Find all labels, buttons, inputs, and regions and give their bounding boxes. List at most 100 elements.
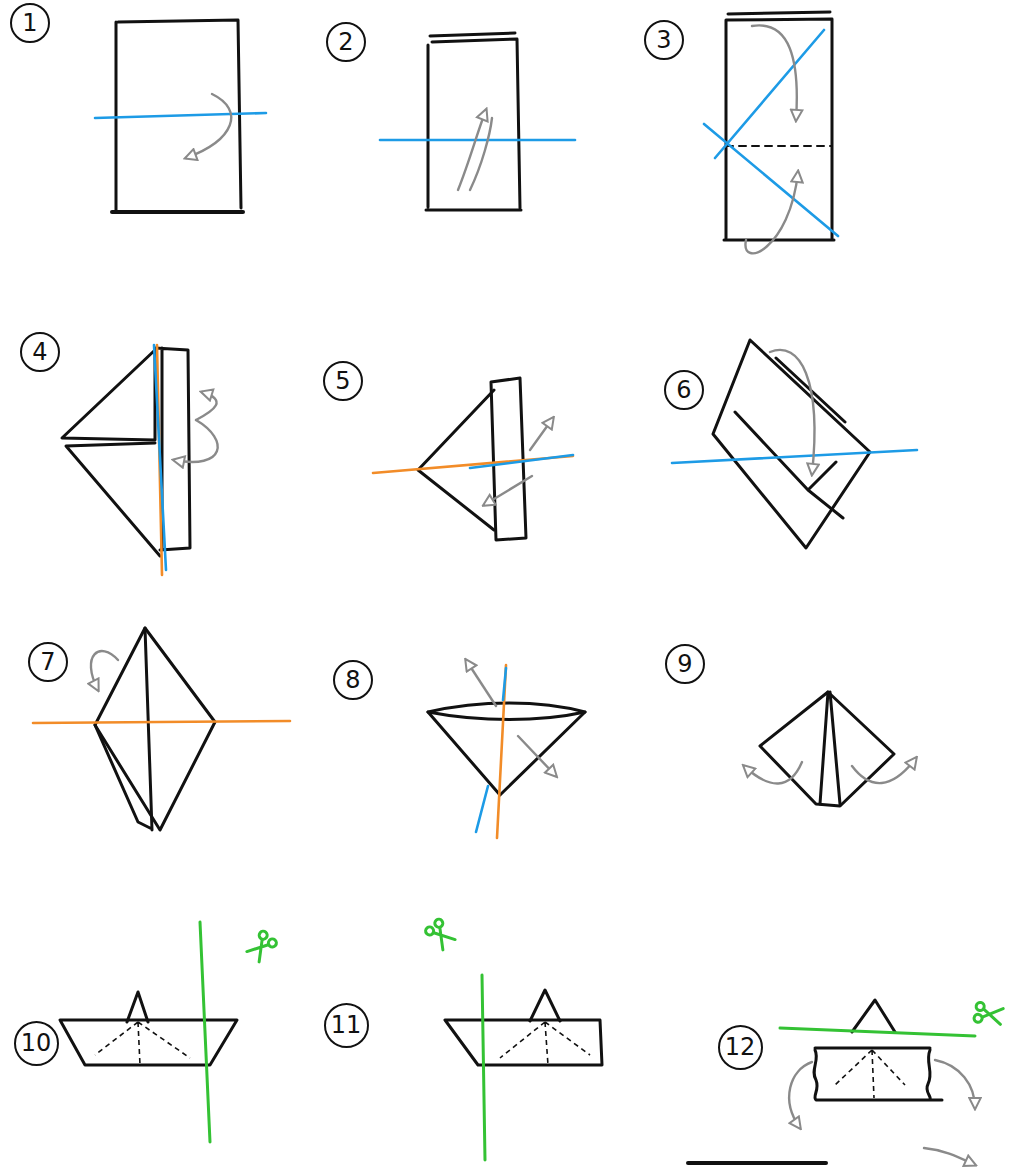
paper-outline: [426, 33, 521, 210]
fold-arrow: [458, 110, 486, 190]
fold-edges: [735, 358, 845, 518]
step-number-circle: 12: [718, 1025, 763, 1070]
step-number-circle: 1: [10, 3, 50, 43]
pull-arrow: [852, 758, 916, 783]
boat-sail: [127, 992, 148, 1022]
fold-arrow: [746, 172, 798, 253]
boat-sail: [530, 990, 560, 1021]
step-2-sheet: [380, 33, 575, 210]
cut-line: [482, 975, 485, 1160]
step-8-shape: [428, 660, 585, 838]
step-1-sheet: [95, 20, 266, 212]
crease-line: [726, 145, 832, 147]
step-number-circle: 6: [664, 370, 704, 410]
step-number: 7: [40, 650, 55, 674]
crease-line: [835, 1050, 905, 1098]
scissors-handle: [267, 937, 278, 948]
pull-arrow: [744, 762, 802, 784]
step-number: 4: [32, 340, 47, 364]
fold-line: [154, 345, 166, 570]
fold-arrow: [196, 392, 217, 420]
fold-line: [33, 721, 290, 723]
fold-edges: [95, 628, 152, 830]
cone-opening: [428, 703, 585, 720]
step-11-boat: [424, 918, 602, 1160]
fold-line: [672, 450, 917, 463]
scissors-icon: [973, 1002, 1003, 1026]
step-12-boat: [688, 1000, 1004, 1165]
step-5-shape: [373, 378, 573, 540]
step-number-circle: 8: [333, 660, 373, 700]
step-number: 10: [21, 1031, 52, 1055]
cone-sides: [428, 712, 585, 795]
step-number: 8: [345, 668, 360, 692]
boat-hull: [445, 1020, 602, 1065]
step-9-shape: [744, 692, 916, 806]
fold-arrow: [470, 118, 492, 190]
scissors-handle: [973, 1014, 982, 1023]
fold-arrow: [770, 350, 814, 474]
step-number-circle: 7: [28, 642, 68, 682]
step-number-circle: 3: [644, 20, 684, 60]
fold-line: [470, 455, 573, 468]
paper-edge: [112, 210, 243, 214]
scissors-handle: [424, 925, 435, 936]
cut-line: [780, 1028, 975, 1036]
scissors-blades: [247, 937, 271, 962]
step-number-circle: 11: [324, 1003, 369, 1048]
boat-hull: [814, 1050, 942, 1100]
crease-line: [95, 1022, 190, 1065]
step-number: 5: [335, 369, 350, 393]
step-number-circle: 5: [323, 361, 363, 401]
boat-sail: [852, 1000, 895, 1032]
unfold-arrow: [935, 1060, 975, 1108]
step-number-circle: 4: [20, 332, 60, 372]
step-3-sheet: [704, 12, 838, 253]
step-number: 6: [676, 378, 691, 402]
fold-line: [704, 124, 838, 236]
step-number: 12: [725, 1035, 756, 1059]
fold-arrow: [174, 420, 218, 462]
step-number: 2: [338, 30, 353, 54]
fold-line: [380, 139, 575, 142]
folded-triangle: [418, 390, 494, 530]
step-number: 3: [656, 28, 671, 52]
fold-arrow: [484, 476, 532, 505]
folded-triangle: [66, 443, 160, 556]
step-number-circle: 10: [14, 1021, 59, 1066]
scissors-blades: [431, 925, 455, 950]
paper-outline: [724, 12, 834, 240]
step-4-shape: [62, 345, 218, 575]
paper-strip: [491, 378, 526, 540]
fold-line: [497, 665, 506, 838]
scissors-icon: [424, 918, 457, 952]
hat-outline: [760, 692, 894, 806]
boat-hull: [815, 1047, 930, 1050]
fold-edges: [820, 692, 840, 804]
step-number-circle: 2: [326, 22, 366, 62]
pull-arrow: [518, 736, 556, 776]
fold-arrow: [530, 418, 553, 450]
diamond-outline: [95, 628, 215, 830]
step-number: 9: [677, 652, 692, 676]
fold-arrow: [752, 25, 797, 120]
diamond-outline: [713, 340, 870, 548]
folded-triangle: [62, 350, 155, 440]
step-10-boat: [60, 922, 278, 1142]
step-number: 11: [331, 1013, 362, 1037]
fold-arrow: [186, 94, 231, 158]
step-number: 1: [22, 11, 37, 35]
fold-line: [503, 668, 506, 700]
fold-line: [715, 30, 824, 158]
unfold-arrow: [924, 1148, 975, 1165]
scissors-icon: [245, 930, 278, 964]
fold-line: [373, 456, 573, 473]
cut-line: [200, 922, 210, 1142]
fold-line: [476, 786, 488, 832]
unfold-arrow: [789, 1062, 812, 1128]
crease-line: [500, 1022, 590, 1065]
step-6-shape: [672, 340, 917, 548]
